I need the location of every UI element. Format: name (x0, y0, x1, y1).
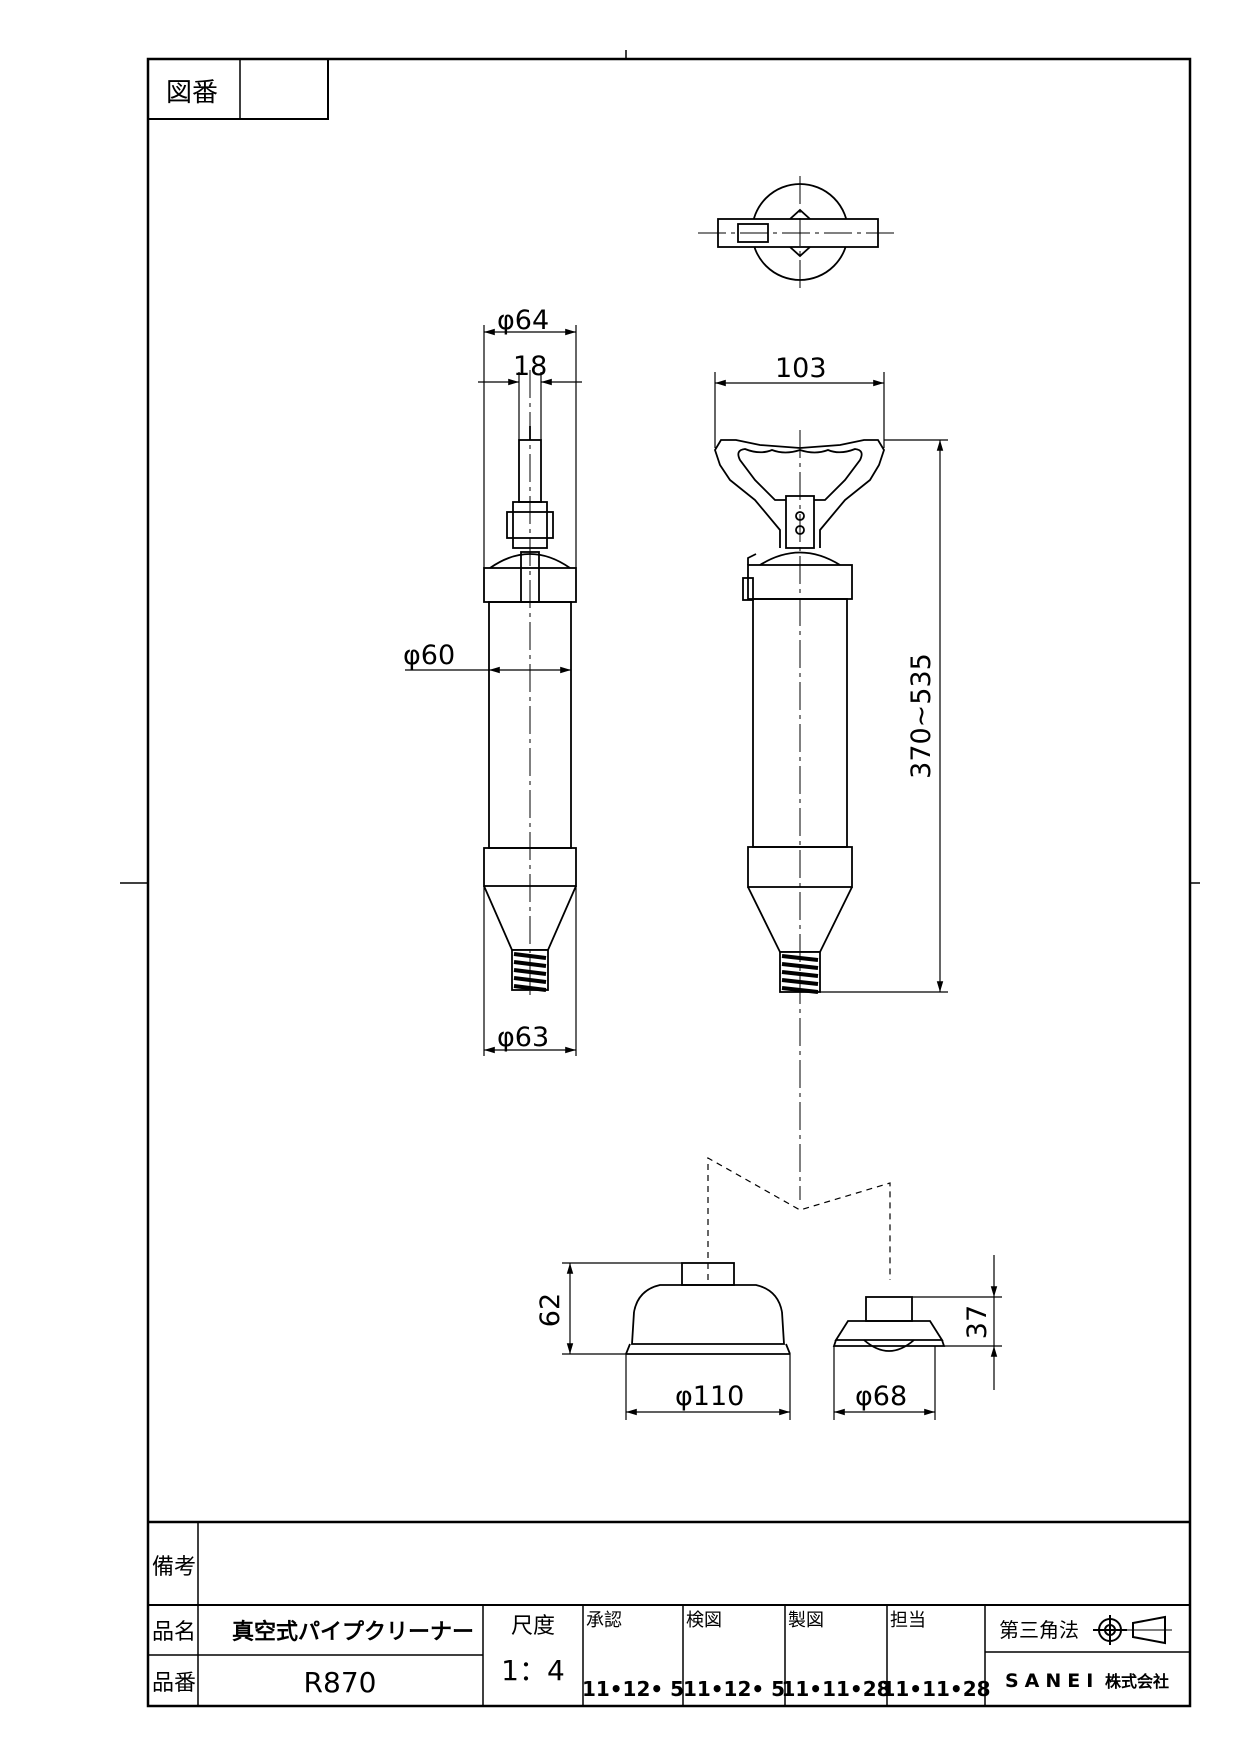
dim-front-handle-width: 103 (775, 353, 827, 384)
dim-side-body-diameter: φ60 (403, 640, 455, 671)
product-number: R870 (304, 1666, 377, 1699)
sheet-frame (120, 50, 1200, 1708)
front-view-dimensions (714, 372, 948, 993)
approval-date: 11•12• 5 (582, 1677, 684, 1701)
dim-side-top-diameter: φ64 (497, 305, 549, 336)
top-view (698, 176, 898, 292)
side-view-dimensions (405, 325, 582, 1056)
company-suffix: 株式会社 (1105, 1672, 1169, 1691)
dim-cup-small-diameter: φ68 (855, 1381, 907, 1412)
scale-label: 尺度 (511, 1614, 555, 1639)
company-name: SANEI (1005, 1670, 1099, 1692)
third-angle-projection-icon (1093, 1615, 1172, 1645)
drawn-date: 11•11•28 (781, 1677, 890, 1701)
check-label: 検図 (686, 1610, 722, 1631)
projection-label: 第三角法 (999, 1618, 1079, 1642)
small-suction-cup (832, 1296, 946, 1352)
product-name: 真空式パイプクリーナー (232, 1619, 474, 1645)
small-cup-dimensions (833, 1255, 1002, 1420)
large-suction-cup (625, 1262, 791, 1355)
drawing-number-box: 図番 (147, 58, 329, 120)
dim-cup-large-height: 62 (535, 1293, 566, 1327)
front-view (714, 430, 885, 1200)
charge-date: 11•11•28 (881, 1677, 990, 1701)
title-block (148, 1520, 1190, 1706)
dim-cup-small-height: 37 (962, 1305, 993, 1339)
large-cup-dimensions (562, 1262, 791, 1420)
check-date: 11•12• 5 (683, 1677, 785, 1701)
dim-side-rod-width: 18 (513, 351, 547, 382)
dim-front-length: 370~535 (906, 653, 937, 779)
product-name-label: 品名 (152, 1620, 196, 1645)
side-view (483, 370, 577, 1000)
dim-side-bottom-diameter: φ63 (497, 1022, 549, 1053)
assembly-dash-line (707, 1156, 891, 1280)
remarks-label: 備考 (152, 1555, 196, 1580)
product-number-label: 品番 (152, 1671, 196, 1696)
dim-cup-large-diameter: φ110 (675, 1381, 744, 1412)
approval-label: 承認 (586, 1610, 622, 1631)
drawing-number-label: 図番 (166, 78, 218, 108)
scale-value: 1：4 (501, 1654, 565, 1687)
charge-label: 担当 (890, 1610, 926, 1631)
drawn-label: 製図 (788, 1610, 824, 1631)
